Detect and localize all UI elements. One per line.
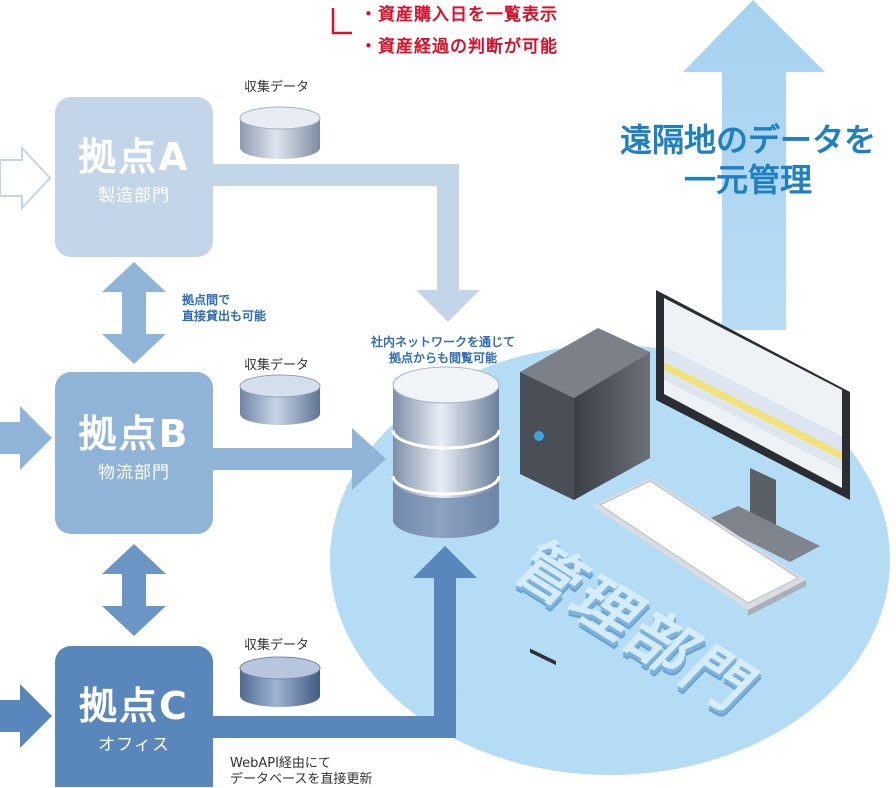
node-c-title: 拠点C (79, 684, 189, 728)
remote-title-line-1: 遠隔地のデータを (619, 121, 876, 159)
pc-tower-icon (520, 328, 650, 666)
incoming-arrow-c (0, 684, 52, 748)
arrow-b-to-db (212, 448, 360, 470)
note-direct-lending-line-1: 拠点間で (182, 293, 231, 307)
data-cylinder-c (239, 656, 321, 707)
database-icon (391, 366, 501, 538)
collect-label-a: 収集データ (244, 80, 310, 95)
node-a-title: 拠点A (78, 135, 190, 179)
note-webapi-line-2: データベースを直接更新 (230, 772, 373, 787)
up-arrow (683, 0, 825, 330)
node-c: 拠点C オフィス (55, 646, 213, 787)
node-a: 拠点A 製造部門 (55, 97, 213, 257)
note-webapi: WebAPI経由にて データベースを直接更新 (230, 756, 372, 788)
collect-label-b: 収集データ (244, 358, 310, 373)
note-network: 社内ネットワークを通じて 拠点からも閲覧可能 (340, 334, 546, 366)
note-direct-lending-line-2: 直接貸出も可能 (182, 309, 267, 323)
incoming-arrow-b (0, 406, 52, 470)
red-bracket (331, 8, 352, 35)
double-arrow-a-b (102, 262, 166, 364)
node-b-subtitle: 物流部門 (98, 463, 170, 483)
note-network-line-1: 社内ネットワークを通じて (370, 335, 515, 349)
incoming-arrow-a (0, 145, 52, 211)
collect-label-c: 収集データ (244, 638, 310, 653)
double-arrow-b-c (102, 544, 166, 636)
node-c-subtitle: オフィス (98, 735, 170, 755)
arrow-a-to-db (212, 164, 459, 290)
monitor-icon (656, 290, 850, 562)
data-cylinder-a (239, 106, 321, 159)
arrow-c-to-db (212, 575, 456, 738)
feature-point-1: ・資産購入日を一覧表示 (360, 5, 558, 25)
data-cylinder-b (239, 374, 321, 425)
node-a-subtitle: 製造部門 (98, 186, 170, 206)
remote-title: 遠隔地のデータを 一元管理 (600, 120, 896, 200)
note-direct-lending: 拠点間で 直接貸出も可能 (182, 292, 266, 324)
feature-point-2: ・資産経過の判断が可能 (360, 37, 558, 57)
note-webapi-line-1: WebAPI経由にて (230, 756, 331, 771)
node-b: 拠点B 物流部門 (55, 372, 213, 534)
remote-title-line-2: 一元管理 (683, 161, 812, 199)
keyboard-icon (592, 478, 806, 616)
node-b-title: 拠点B (78, 412, 190, 456)
note-network-line-2: 拠点からも閲覧可能 (388, 351, 497, 365)
